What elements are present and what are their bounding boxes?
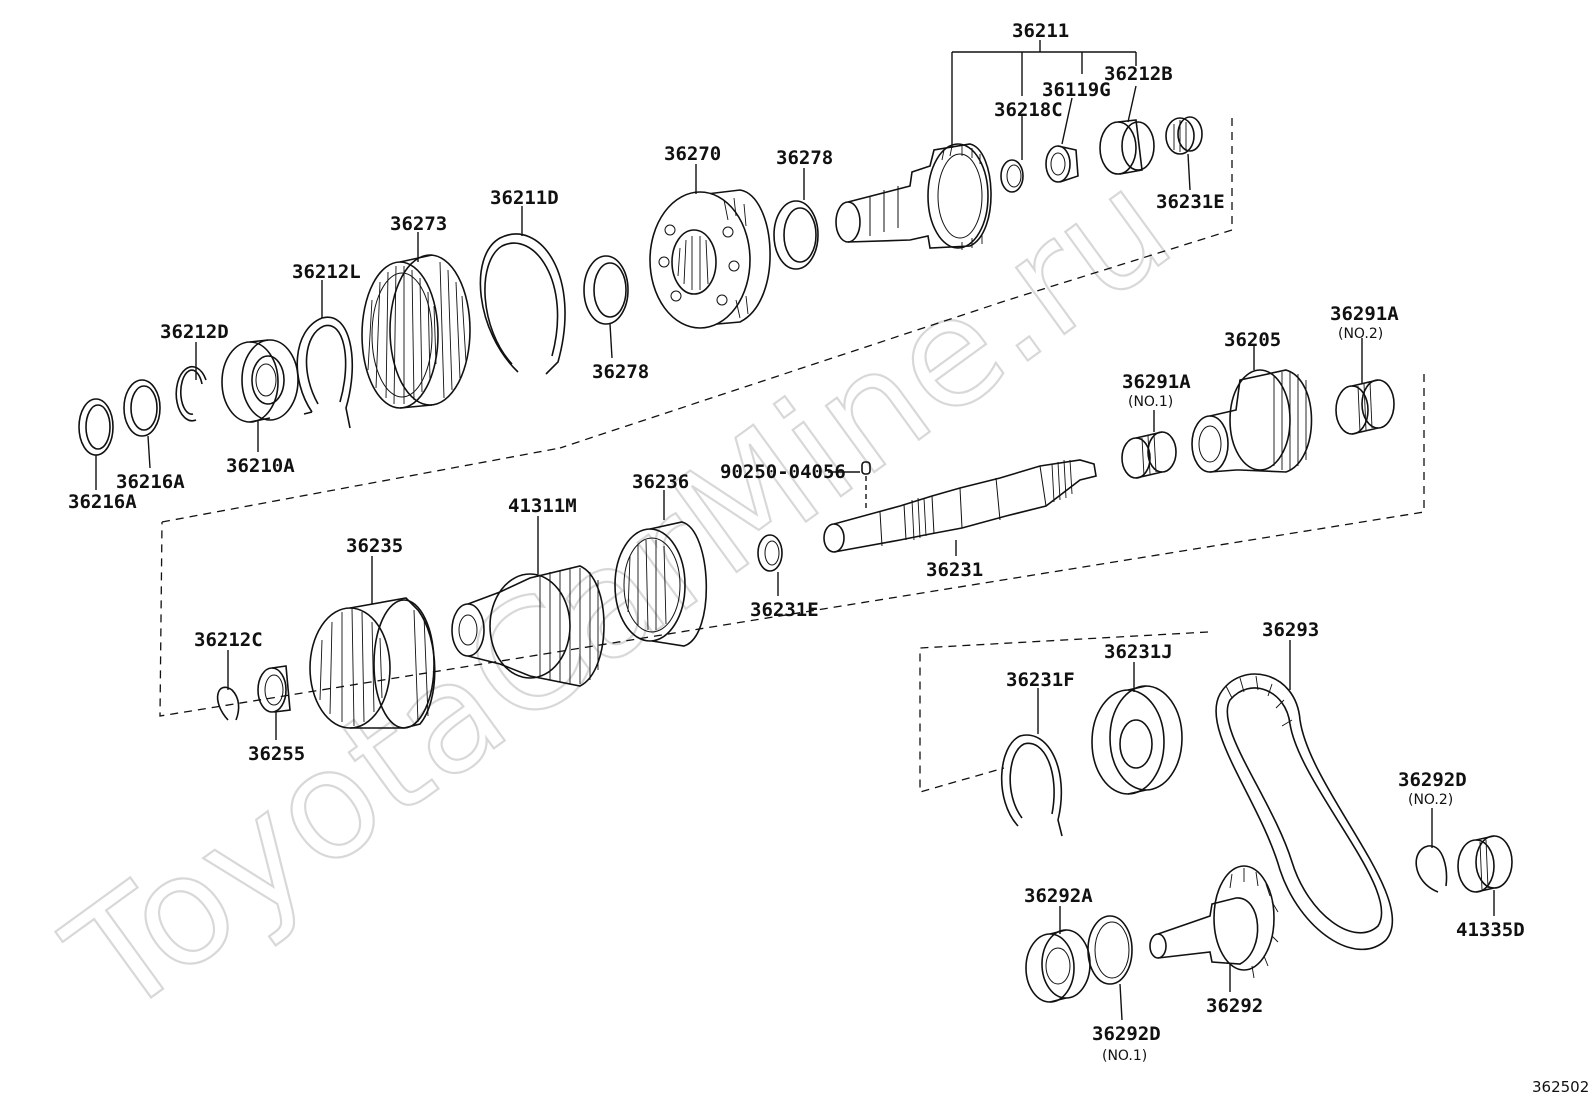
part-36216A-ring-b <box>123 379 161 437</box>
label-36231E-mid: 36231E <box>750 599 819 621</box>
part-36292-sprocket <box>1149 865 1279 979</box>
label-36292D-no2: 36292D <box>1398 769 1467 791</box>
leader-lines <box>95 40 1495 1021</box>
label-36216A-b: 36216A <box>68 491 137 513</box>
label-36236: 36236 <box>632 471 689 493</box>
figure-reference: 362502 <box>1532 1078 1589 1096</box>
label-90250-04056: 90250-04056 <box>720 461 846 483</box>
part-36236-ring <box>614 521 708 647</box>
watermark: ToyotaCarMine.ru <box>38 138 1201 1050</box>
part-36216A-ring-a <box>78 398 114 456</box>
label-36291A-no1: 36291A <box>1122 371 1191 393</box>
part-36211-sun-gear-assembly <box>835 143 992 250</box>
part-36273-ring-gear <box>361 254 471 409</box>
part-36292D-no1-ring <box>1087 915 1133 985</box>
part-36212B-bearing <box>1099 119 1155 175</box>
part-36212D-snap-ring <box>175 366 207 422</box>
label-36211D: 36211D <box>490 187 559 209</box>
part-36291A-no2-bearing <box>1335 379 1395 435</box>
part-41335D-bearing <box>1457 835 1513 893</box>
label-36235: 36235 <box>346 535 403 557</box>
label-36291A-no2-sub: (NO.2) <box>1338 326 1383 342</box>
label-36291A-no1-sub: (NO.1) <box>1128 394 1173 410</box>
part-36231E-ring-mid <box>757 534 783 572</box>
part-36231J-bearing <box>1091 685 1183 795</box>
part-36212C-snap-ring <box>216 686 240 721</box>
label-36211: 36211 <box>1012 20 1069 42</box>
part-41311M-gear <box>451 565 605 687</box>
label-41311M: 41311M <box>508 495 577 517</box>
label-36293: 36293 <box>1262 619 1319 641</box>
part-36278-washer-upper <box>773 200 819 270</box>
label-36231: 36231 <box>926 559 983 581</box>
part-36292A-bearing <box>1025 929 1091 1003</box>
upper-group-outline <box>559 118 1233 449</box>
part-36211D-snap-ring <box>479 233 566 375</box>
label-36255: 36255 <box>248 743 305 765</box>
label-36292: 36292 <box>1206 995 1263 1017</box>
part-36278-washer-lower <box>583 255 629 325</box>
label-36119G: 36119G <box>1042 79 1111 101</box>
label-36212B: 36212B <box>1104 63 1173 85</box>
part-36291A-no1-bearing <box>1121 431 1177 479</box>
part-36231E-bearing-upper <box>1165 116 1203 155</box>
label-36231E-top: 36231E <box>1156 191 1225 213</box>
part-36231F-snap-ring <box>1000 734 1063 837</box>
label-36231F: 36231F <box>1006 669 1075 691</box>
label-36205: 36205 <box>1224 329 1281 351</box>
label-36292D-no1-sub: (NO.1) <box>1102 1048 1147 1064</box>
part-36293-chain <box>1215 673 1394 951</box>
part-36218C-ring <box>1000 159 1024 193</box>
lower-group-outline <box>919 631 1209 793</box>
label-36216A-a: 36216A <box>116 471 185 493</box>
part-36212L-snap-ring <box>296 316 354 429</box>
label-36292D-no1: 36292D <box>1092 1023 1161 1045</box>
part-36231-shaft <box>823 459 1097 553</box>
label-36273: 36273 <box>390 213 447 235</box>
part-36255-bushing <box>257 665 291 713</box>
label-36292D-no2-sub: (NO.2) <box>1408 792 1453 808</box>
label-36292A: 36292A <box>1024 885 1093 907</box>
part-labels: 36211 36212B 36119G 36218C 36231E 36270 … <box>68 20 1525 1064</box>
label-36212D: 36212D <box>160 321 229 343</box>
middle-group-outline <box>159 374 1425 717</box>
label-36210A: 36210A <box>226 455 295 477</box>
part-36235-ring-gear <box>309 597 436 729</box>
label-36270: 36270 <box>664 143 721 165</box>
label-36212L: 36212L <box>292 261 361 283</box>
part-36292D-no2-ring <box>1415 845 1448 893</box>
label-36291A-no2: 36291A <box>1330 303 1399 325</box>
part-36210A-bearing <box>221 339 299 423</box>
label-36212C: 36212C <box>194 629 263 651</box>
label-41335D: 41335D <box>1456 919 1525 941</box>
part-36270-planet-carrier <box>649 189 771 329</box>
part-90250-04056-pin <box>861 461 871 510</box>
label-36218C: 36218C <box>994 99 1063 121</box>
label-36278-top: 36278 <box>776 147 833 169</box>
label-36278-bottom: 36278 <box>592 361 649 383</box>
label-36231J: 36231J <box>1104 641 1173 663</box>
part-36119G-bushing <box>1045 145 1079 183</box>
part-36205-gear <box>1191 369 1313 473</box>
